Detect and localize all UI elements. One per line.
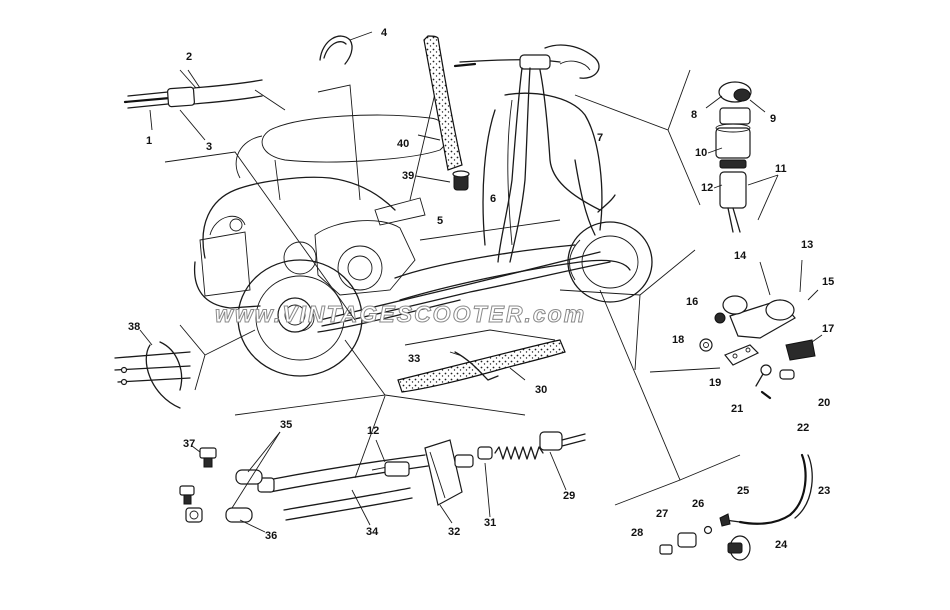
callout-8: 8	[691, 109, 697, 121]
callout-33: 33	[408, 353, 420, 365]
callout-22: 22	[797, 422, 809, 434]
callout-40: 40	[397, 138, 409, 150]
callout-35: 35	[280, 419, 292, 431]
callout-38: 38	[128, 321, 140, 333]
callout-10: 10	[695, 147, 707, 159]
callout-3: 3	[206, 141, 212, 153]
callout-37: 37	[183, 438, 195, 450]
callout-39: 39	[402, 170, 414, 182]
part-adjuster-8-12	[705, 81, 779, 233]
callout-14: 14	[734, 250, 747, 262]
callout-7: 7	[597, 132, 603, 144]
part-sheath-30-33	[397, 339, 566, 393]
callout-31: 31	[484, 517, 496, 529]
callout-26: 26	[692, 498, 704, 510]
callout-34: 34	[366, 526, 379, 538]
callout-19: 19	[709, 377, 721, 389]
callout-36: 36	[265, 530, 277, 542]
part-bracket-13-22	[649, 259, 823, 400]
callout-6: 6	[490, 193, 496, 205]
callout-20: 20	[818, 397, 830, 409]
callout-16: 16	[686, 296, 698, 308]
part-cable-end-1-3	[123, 69, 263, 141]
callout-numbers: 1 2 3 4 5 6 7 8 9 10 11 12 12 13 14 15 1…	[128, 27, 834, 551]
callout-1: 1	[146, 135, 152, 147]
part-clamp-38	[114, 329, 191, 409]
part-clamp-4	[319, 31, 373, 65]
callout-2: 2	[186, 51, 192, 63]
callout-4: 4	[381, 27, 388, 39]
callout-28: 28	[631, 527, 643, 539]
callout-12-adjuster: 12	[701, 182, 713, 194]
callout-21: 21	[731, 403, 743, 415]
callout-24: 24	[775, 539, 788, 551]
callout-23: 23	[818, 485, 830, 497]
watermark-text: www.VINTAGESCOOTER.com	[215, 301, 586, 327]
part-hose-40	[417, 35, 463, 171]
callout-12-cable: 12	[367, 425, 379, 437]
callout-15: 15	[822, 276, 834, 288]
part-grommet-39	[415, 170, 470, 191]
scooter-body	[193, 44, 653, 377]
part-cable-set-29-37	[179, 395, 586, 533]
callout-17: 17	[822, 323, 834, 335]
callout-11: 11	[775, 163, 787, 175]
callout-9: 9	[770, 113, 776, 125]
callout-18: 18	[672, 334, 684, 346]
callout-29: 29	[563, 490, 575, 502]
callout-13: 13	[801, 239, 813, 251]
callout-30: 30	[535, 384, 547, 396]
callout-5: 5	[437, 215, 443, 227]
callout-25: 25	[737, 485, 749, 497]
callout-27: 27	[656, 508, 668, 520]
part-cable-guide-23-28	[659, 453, 813, 561]
callout-32: 32	[448, 526, 460, 538]
